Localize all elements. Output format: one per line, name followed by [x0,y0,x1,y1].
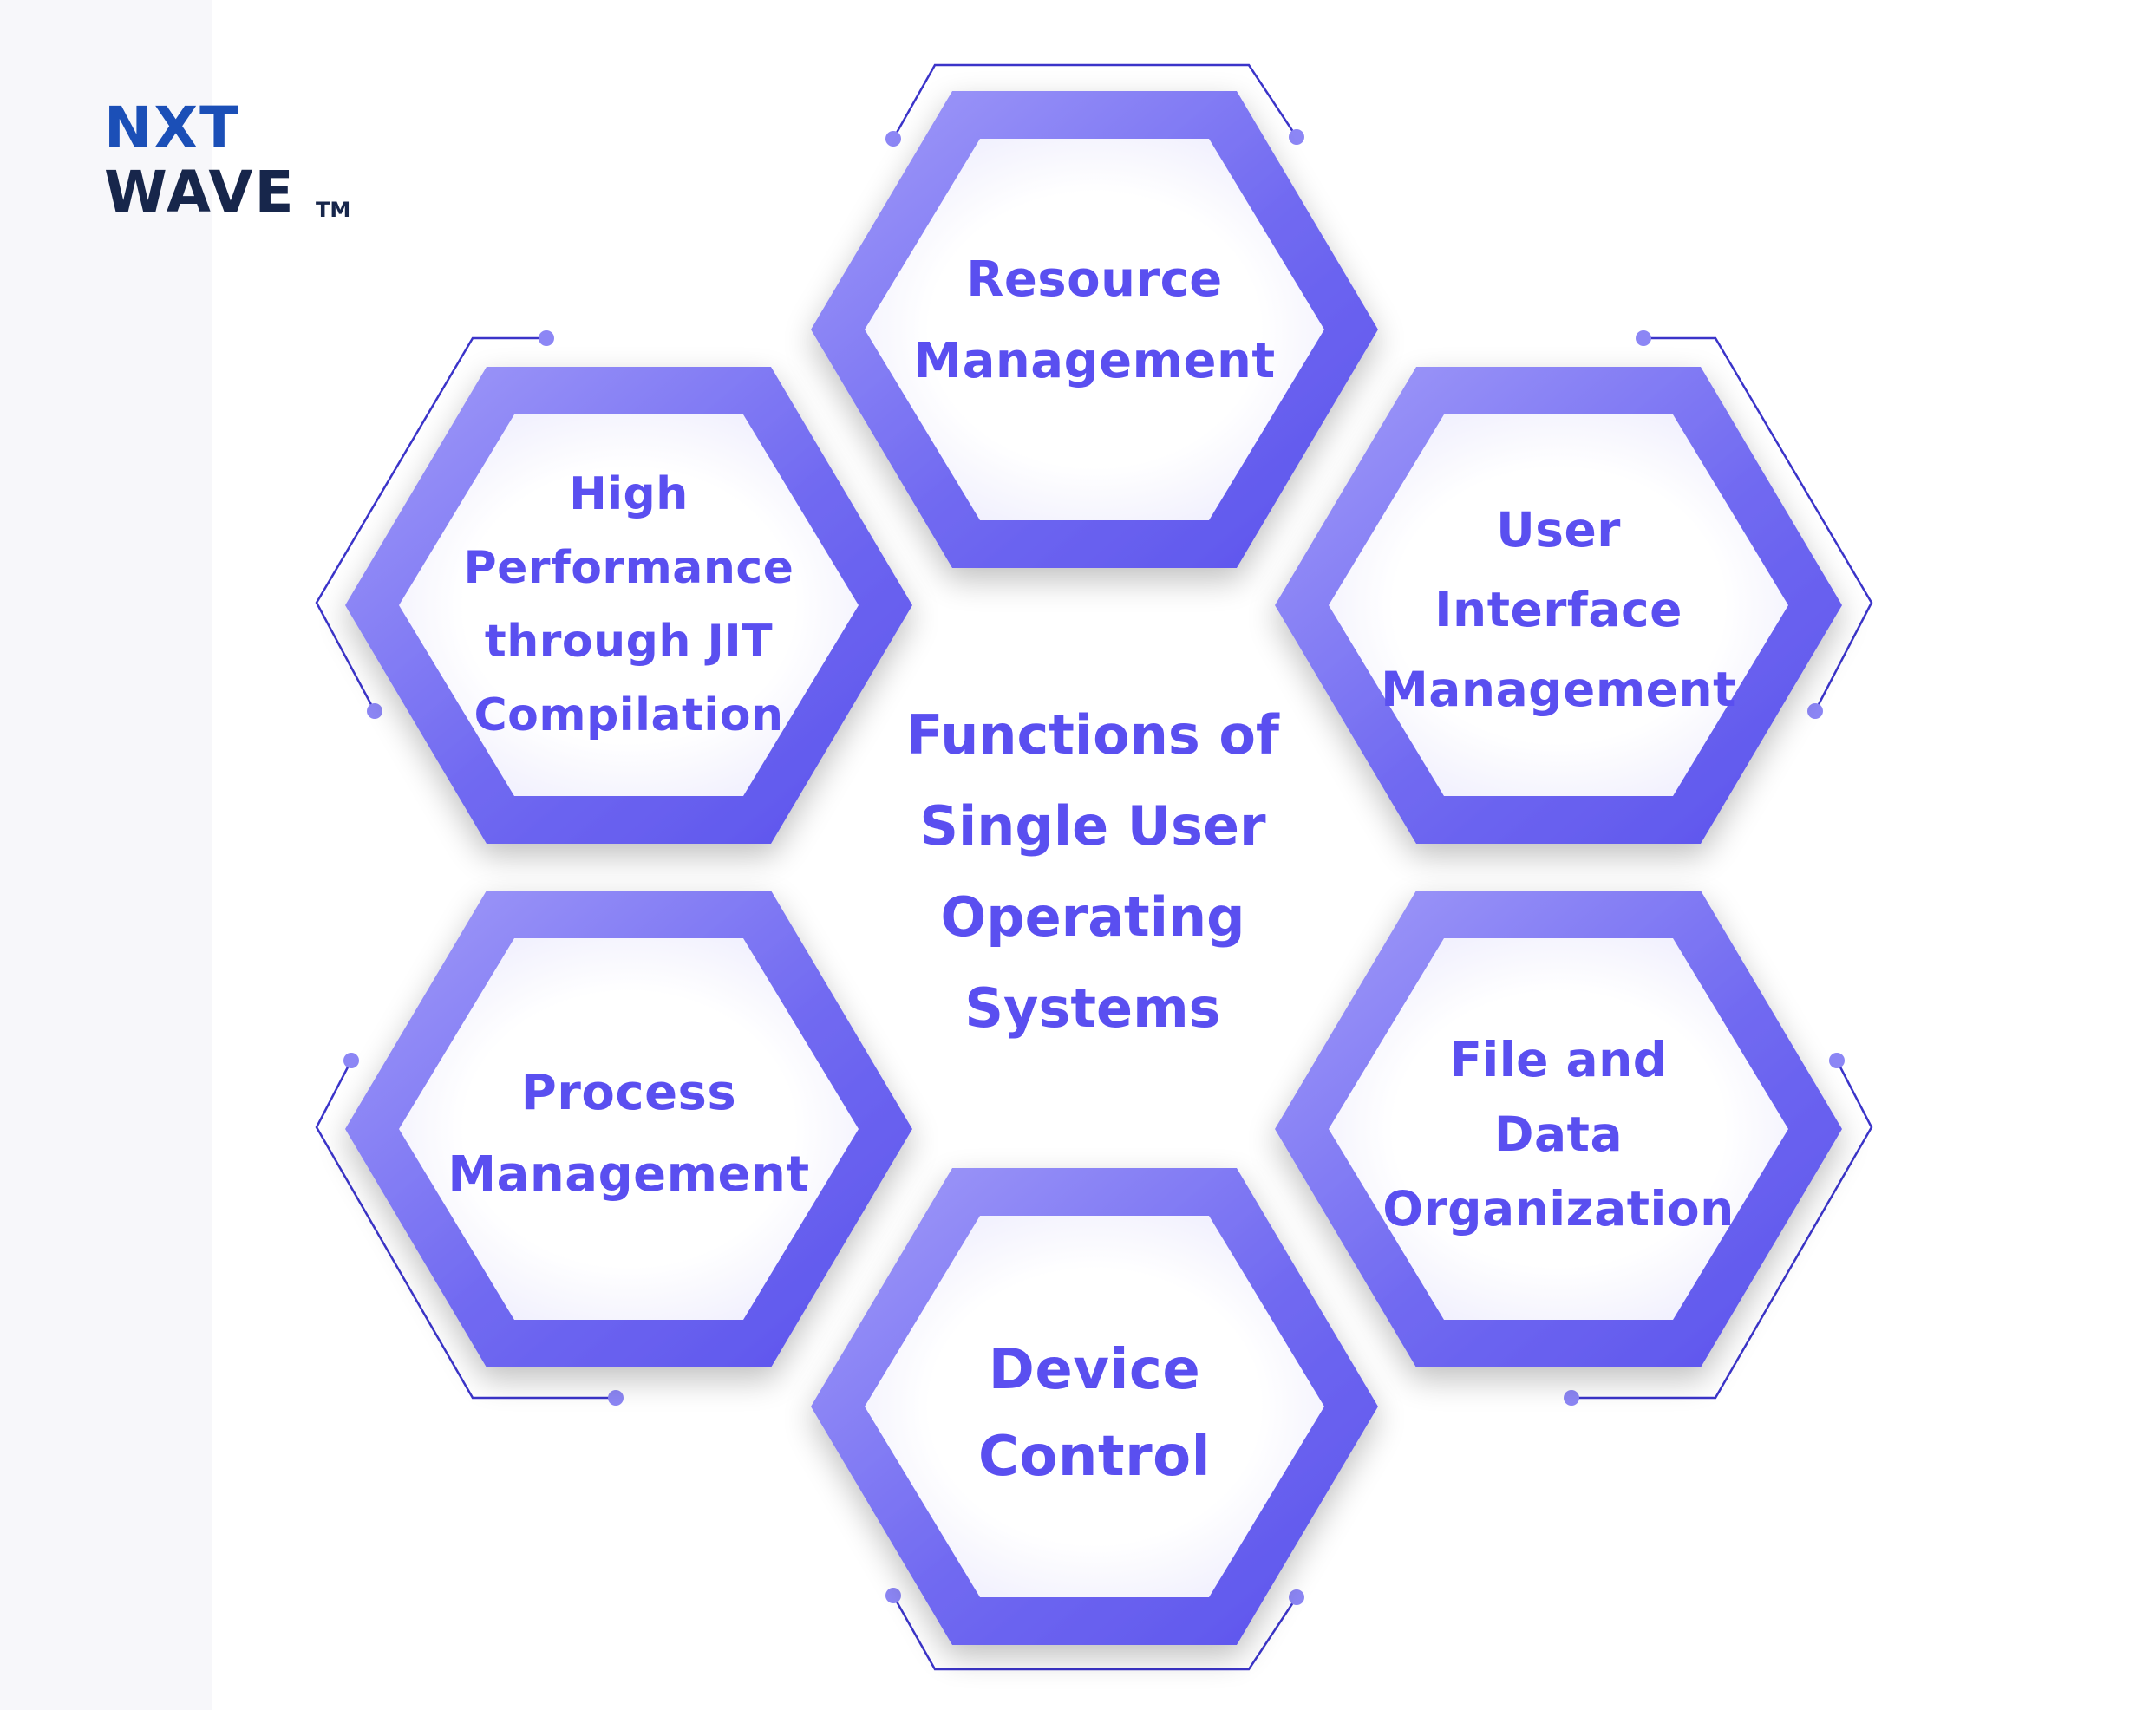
hex-resource [811,91,1378,568]
hex-user-interface [1275,367,1842,844]
hex-process [345,891,912,1367]
connector-lines [315,63,1873,1671]
center-title: Functions of Single User Operating Syste… [906,703,1279,1040]
left-background-band [0,0,212,1710]
label-user-interface-management: User Interface Management [1381,502,1736,717]
connector-upper-right [1643,336,1873,712]
hex-device [811,1168,1378,1645]
nxtwave-logo: NXT WAVE TM [104,97,364,227]
hex-performance [345,367,912,844]
logo-text-nxt: NXT [104,95,241,161]
connector-lower-left [315,1060,616,1400]
logo-text-wave: WAVE [104,159,296,225]
label-resource-management: Resource Management [913,251,1276,389]
label-high-performance: High Performance through JIT Compilation [463,468,794,741]
logo-trademark: TM [316,198,351,222]
connector-lower-right [1571,1060,1873,1400]
label-device-control: Device Control [977,1338,1212,1489]
connector-top [892,63,1298,140]
label-process-management: Process Management [448,1065,810,1203]
connector-dots [343,129,1845,1605]
hex-file-data [1275,891,1842,1367]
label-file-data-organization: File and Data Organization [1382,1032,1735,1237]
connector-bottom [892,1595,1298,1671]
connector-upper-left [315,336,546,712]
